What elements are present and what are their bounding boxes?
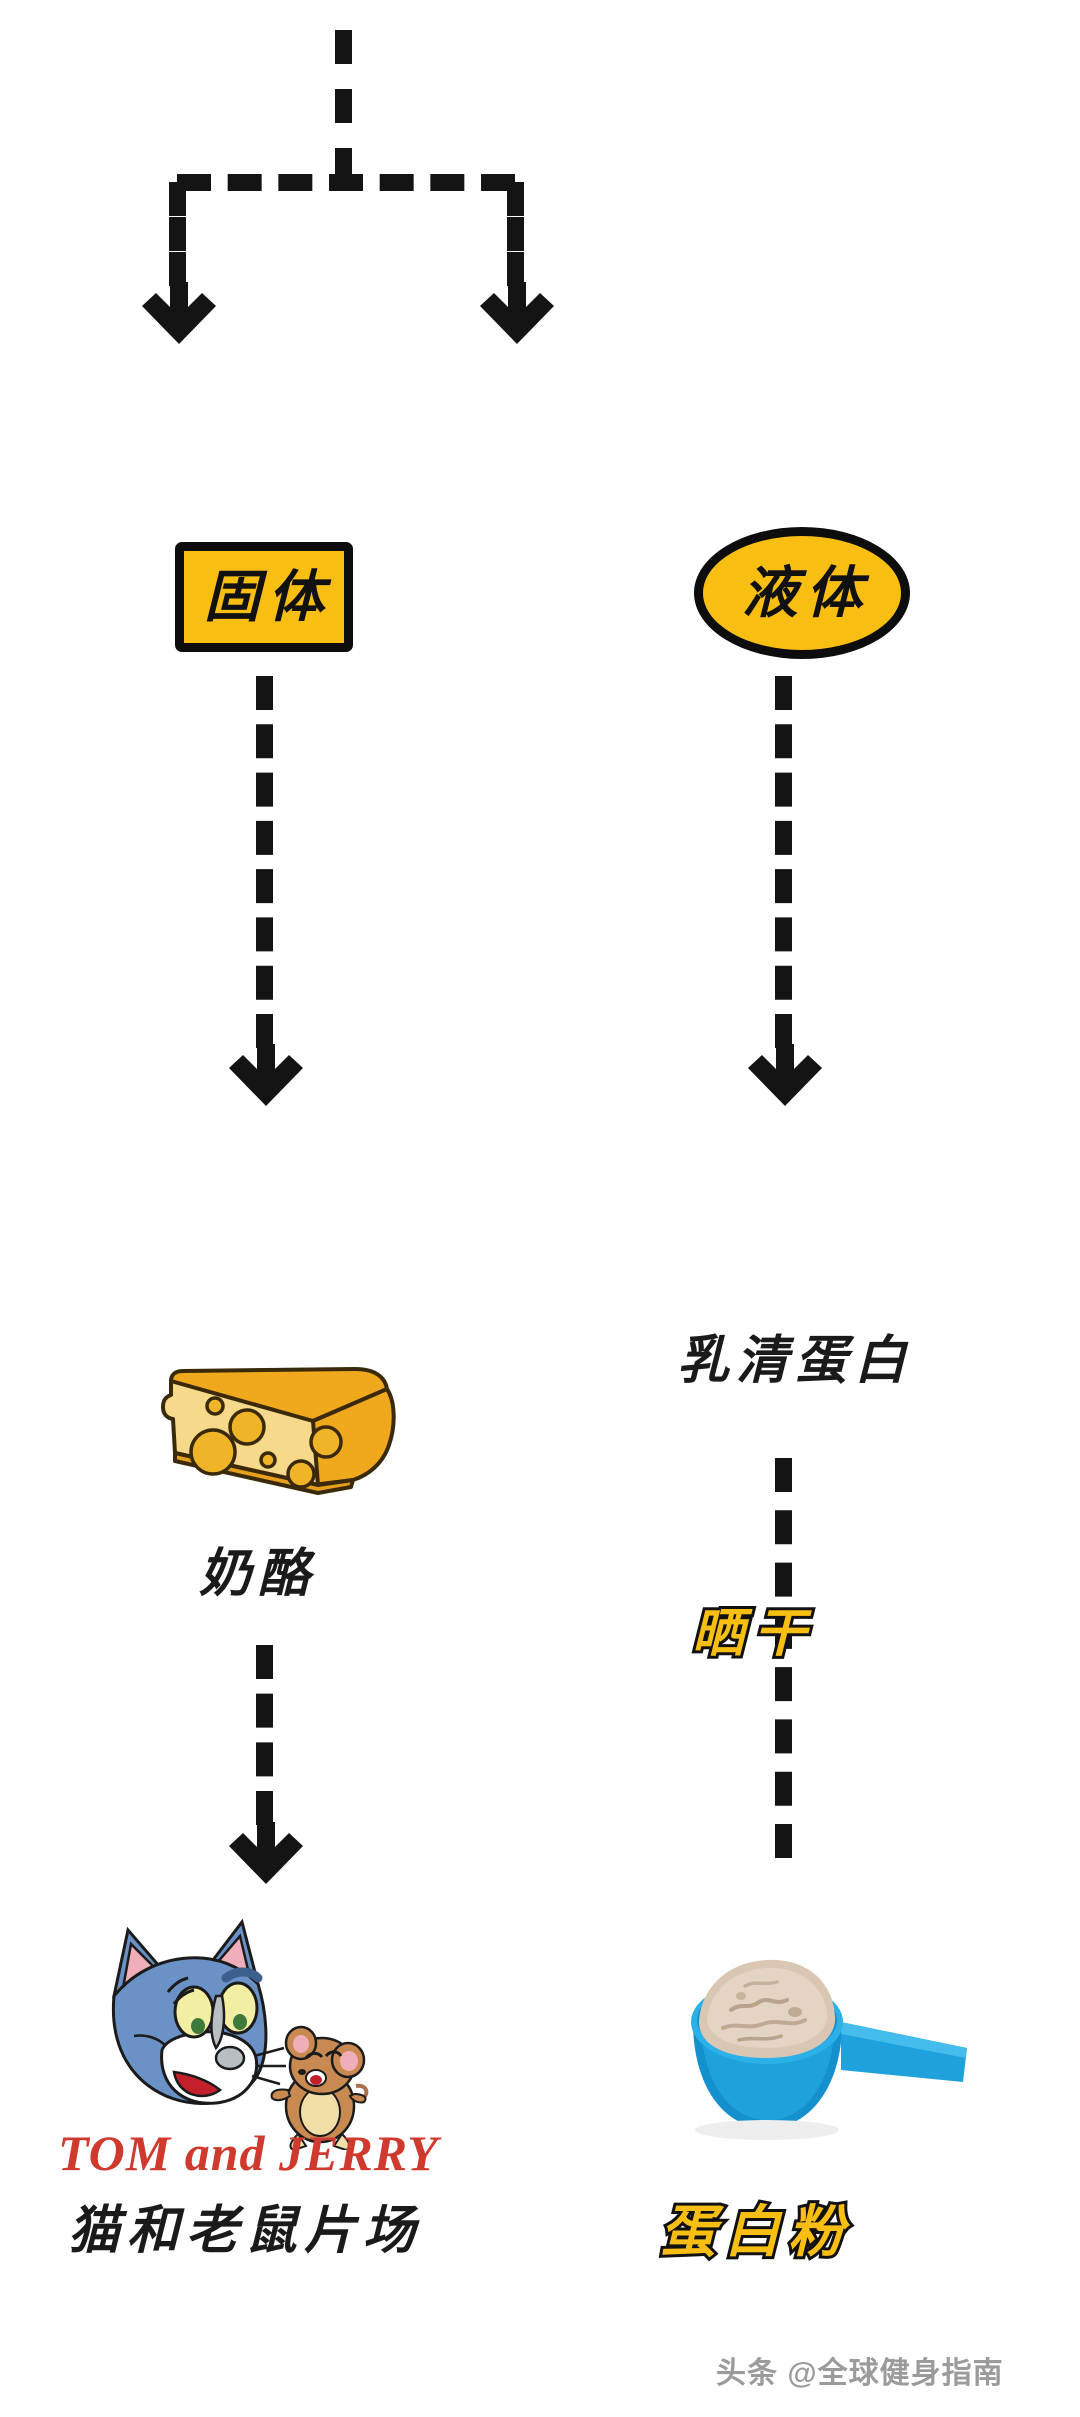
connector-to-liquid xyxy=(507,182,524,286)
connector-root-stem xyxy=(335,30,352,182)
caption-tom-and-jerry: 猫和老鼠片场 xyxy=(67,2202,422,2260)
tom-and-jerry-image xyxy=(70,1900,370,2150)
arrow-down-to-liquid xyxy=(478,282,556,344)
connector-solid-to-cheese xyxy=(256,676,273,1048)
protein-scoop-image xyxy=(645,1930,975,2160)
arrow-down-to-cheese xyxy=(227,1044,305,1106)
caption-sun-dry: 晒干 xyxy=(689,1605,817,1663)
node-liquid-label: 液体 xyxy=(742,561,870,624)
watermark: 头条 @全球健身指南 xyxy=(716,2357,1004,2390)
tom-and-jerry-logo-main: TOM and JERRY xyxy=(58,2125,439,2181)
caption-protein-powder: 蛋白粉 xyxy=(657,2200,852,2263)
node-solid-label: 固体 xyxy=(204,565,332,628)
cheese-wedge-image xyxy=(113,1335,403,1515)
tom-and-jerry-logo: TOM and JERRY xyxy=(58,2124,438,2186)
connector-cheese-to-tomjerry xyxy=(256,1645,273,1825)
connector-branch-bar xyxy=(177,174,515,191)
connector-whey-to-powder xyxy=(775,1458,792,1858)
caption-cheese: 奶酪 xyxy=(198,1545,317,1603)
node-solid[interactable]: 固体 xyxy=(175,542,353,652)
arrow-down-to-whey xyxy=(746,1044,824,1106)
caption-whey: 乳清蛋白 xyxy=(676,1332,913,1390)
connector-to-solid xyxy=(169,182,186,286)
arrow-down-to-solid xyxy=(140,282,218,344)
node-liquid[interactable]: 液体 xyxy=(694,527,910,659)
connector-liquid-to-whey xyxy=(775,676,792,1048)
arrow-down-to-tomjerry xyxy=(227,1822,305,1884)
